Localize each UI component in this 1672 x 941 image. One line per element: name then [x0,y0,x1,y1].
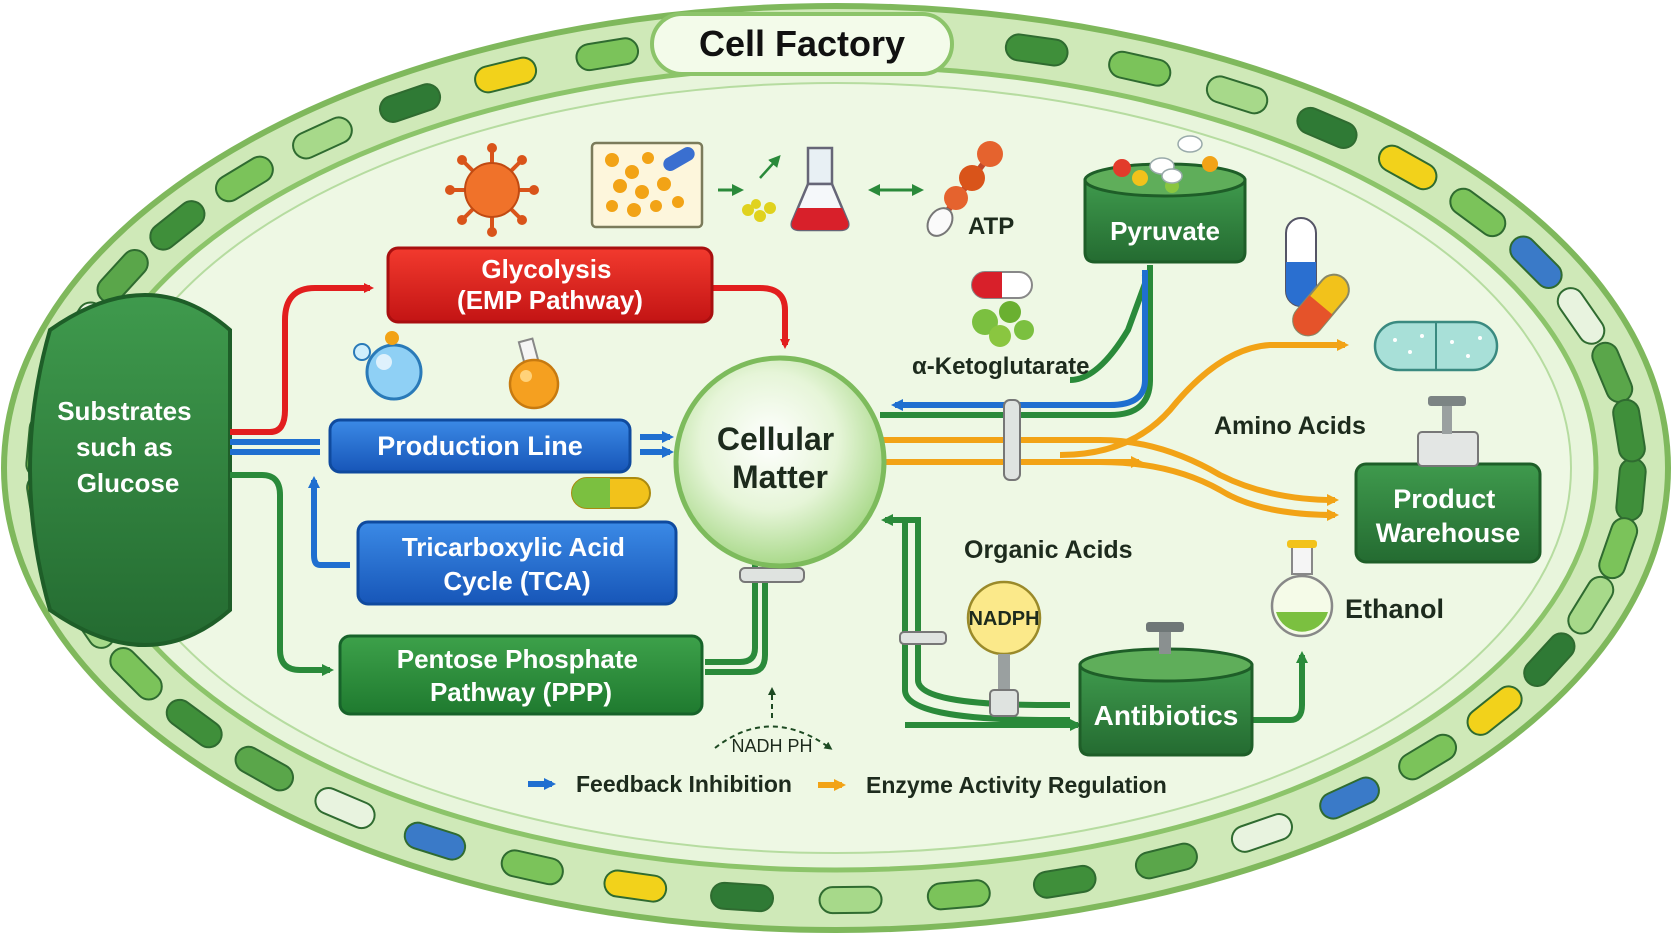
svg-text:Pentose Phosphate Pathwa: Pentose Phosphate Pathway (PPP) [397,644,646,707]
membrane-capsule [818,885,883,915]
tca-box[interactable]: Tricarboxylic Acid Cycle (TCA) [356,520,678,606]
membrane-capsule [214,155,274,203]
legend-enzyme-label: Enzyme Activity Regulation [866,772,1167,798]
membrane-capsule [1398,733,1458,781]
membrane-capsule [1004,33,1069,67]
production-line-label: Production Line [377,431,583,461]
antibiotics-label: Antibiotics [1094,700,1239,731]
membrane-capsule [926,879,991,911]
membrane-capsule [1134,842,1198,880]
particles-panel-icon [590,141,704,229]
nadph-label: NADPH [968,608,1039,630]
membrane-capsule [1378,144,1438,191]
substrates-label-3: Glucose [77,468,180,498]
membrane-capsule [292,116,353,160]
ppp-box[interactable]: Pentose Phosphate Pathway (PPP) [338,634,704,716]
membrane-capsule [603,869,668,903]
membrane-capsule [1598,517,1639,580]
membrane-capsule [575,37,640,72]
warehouse-valve-icon [1417,396,1479,467]
antibiotics-node[interactable]: Antibiotics [1078,622,1254,757]
membrane-capsule [710,881,775,913]
title-banner: Cell Factory [650,12,954,76]
valve-icon [739,399,1021,645]
molecule-icon [926,141,1003,237]
substrates-label-2: such as [76,432,173,462]
membrane-capsule [149,200,206,251]
speckled-pill-icon [1373,320,1499,372]
membrane-capsule [1230,813,1293,853]
membrane-capsule [1449,187,1507,238]
warehouse-label-2: Warehouse [1376,518,1521,548]
ppp-label-2: Pathway (PPP) [430,677,612,707]
membrane-capsule [96,249,149,304]
svg-text:Cellular Matter: Cellular Matter [717,421,843,495]
substrates-label-1: Substrates [57,396,191,426]
flask-icon [790,146,850,232]
cellular-matter-node[interactable]: Cellular Matter [673,355,887,569]
green-flask-icon [1270,540,1334,638]
medicine-capsules-icon [1285,217,1350,337]
glycolysis-box[interactable]: Glycolysis (EMP Pathway) [386,246,714,324]
membrane-capsule [1108,50,1172,87]
alpha-ketoglutarate-label: α-Ketoglutarate [912,353,1089,380]
page-title: Cell Factory [699,23,905,64]
membrane-capsule [1296,106,1358,150]
svg-text:Tricarboxylic Acid Cycle: Tricarboxylic Acid Cycle (TCA) [402,532,632,596]
membrane-capsule [1466,685,1523,736]
membrane-capsule [1032,864,1097,899]
nadph-badge: NADPH [966,580,1042,717]
tca-label-1: Tricarboxylic Acid [402,532,625,562]
membrane-capsule [1205,75,1269,115]
membrane-capsule [1556,287,1606,345]
membrane-capsule [109,646,163,701]
membrane-capsule [1615,457,1647,522]
glycolysis-label-2: (EMP Pathway) [457,285,643,315]
membrane-capsule [314,786,376,830]
membrane-capsule [1612,398,1646,463]
virus-icon [445,143,539,237]
membrane-capsule [379,83,442,123]
cellular-matter-label-1: Cellular [717,421,834,457]
pyruvate-label: Pyruvate [1110,216,1220,246]
ethanol-label: Ethanol [1345,594,1444,624]
organic-acids-label: Organic Acids [964,536,1133,564]
membrane-capsule [234,745,294,792]
membrane-capsule [165,698,223,749]
membrane-capsule [1523,632,1576,687]
legend-feedback-label: Feedback Inhibition [576,771,792,797]
amino-acids-label: Amino Acids [1214,412,1366,440]
ppp-label-1: Pentose Phosphate [397,644,638,674]
production-line-box[interactable]: Production Line [328,418,632,474]
bubble-flask-icon [353,331,423,401]
product-warehouse-node[interactable]: Product Warehouse [1354,462,1542,564]
capsule-icon [971,271,1034,347]
warehouse-label-1: Product [1393,484,1495,514]
nadh-ph-label: NADH PH [731,736,812,756]
membrane-capsule [1319,776,1380,820]
svg-text:Substrates such as: Substrates such as Glucose [57,396,199,498]
svg-text:Product Warehouse: Product Warehouse [1376,484,1521,548]
atp-label: ATP [968,213,1014,240]
tca-label-2: Cycle (TCA) [443,566,590,596]
membrane-capsule [1567,575,1615,635]
orange-flask-icon [508,337,560,410]
pill-capsule-icon [571,477,651,509]
legend: Feedback Inhibition Enzyme Activity Regu… [528,771,1167,798]
pathway-arrows [230,265,1349,750]
membrane-capsule [474,56,538,94]
membrane-capsule [1509,235,1563,290]
membrane-capsule [403,821,467,861]
substrates-node[interactable]: Substrates such as Glucose [28,293,232,647]
pill-pile-icon [1113,135,1218,193]
cellular-matter-label-2: Matter [732,459,828,495]
membrane-capsule [500,849,564,886]
svg-text:Glycolysis (EMP Pathway): Glycolysis (EMP Pathway) [457,254,643,315]
glycolysis-label-1: Glycolysis [481,254,611,284]
forward-arrow-icon [718,155,781,222]
